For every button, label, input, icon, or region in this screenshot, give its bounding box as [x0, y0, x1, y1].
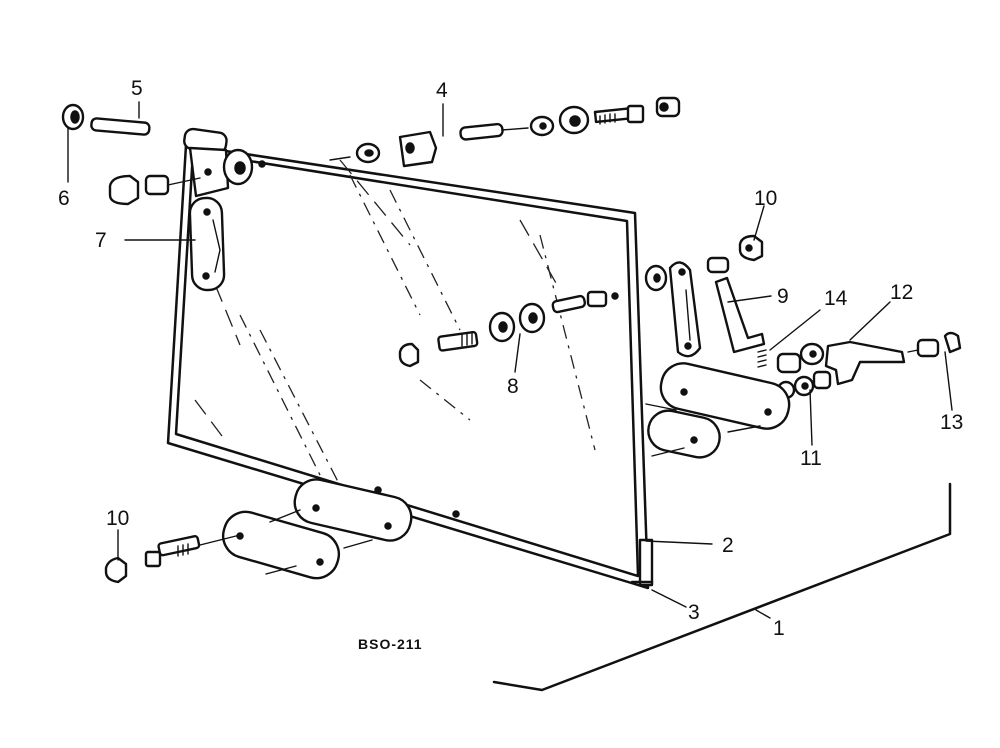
callout-9: 9: [777, 285, 789, 308]
callout-10-top: 10: [754, 187, 778, 210]
callout-12: 12: [890, 281, 914, 304]
bottom-link-assembly: [104, 478, 460, 584]
upper-bolt-assembly: [329, 96, 681, 168]
callout-5: 5: [131, 77, 143, 100]
callout-4: 4: [436, 79, 448, 102]
callout-7: 7: [95, 229, 107, 252]
callout-11: 11: [800, 447, 822, 470]
drawing-code: BSO-211: [358, 636, 423, 652]
callout-2: 2: [722, 534, 734, 557]
right-linkage-assembly: [644, 234, 962, 459]
glass-panel: [166, 143, 654, 590]
top-hinge-assembly: [61, 103, 266, 206]
callout-8: 8: [507, 375, 519, 398]
leader-lines: [67, 101, 953, 692]
callout-13: 13: [940, 411, 964, 434]
mid-bolt-assembly: [398, 290, 619, 368]
hinge-plate: [188, 196, 226, 292]
callout-1: 1: [773, 617, 785, 640]
callout-10-bottom: 10: [106, 507, 130, 530]
callout-14: 14: [824, 287, 848, 310]
callout-6: 6: [58, 187, 70, 210]
callout-3: 3: [688, 601, 700, 624]
